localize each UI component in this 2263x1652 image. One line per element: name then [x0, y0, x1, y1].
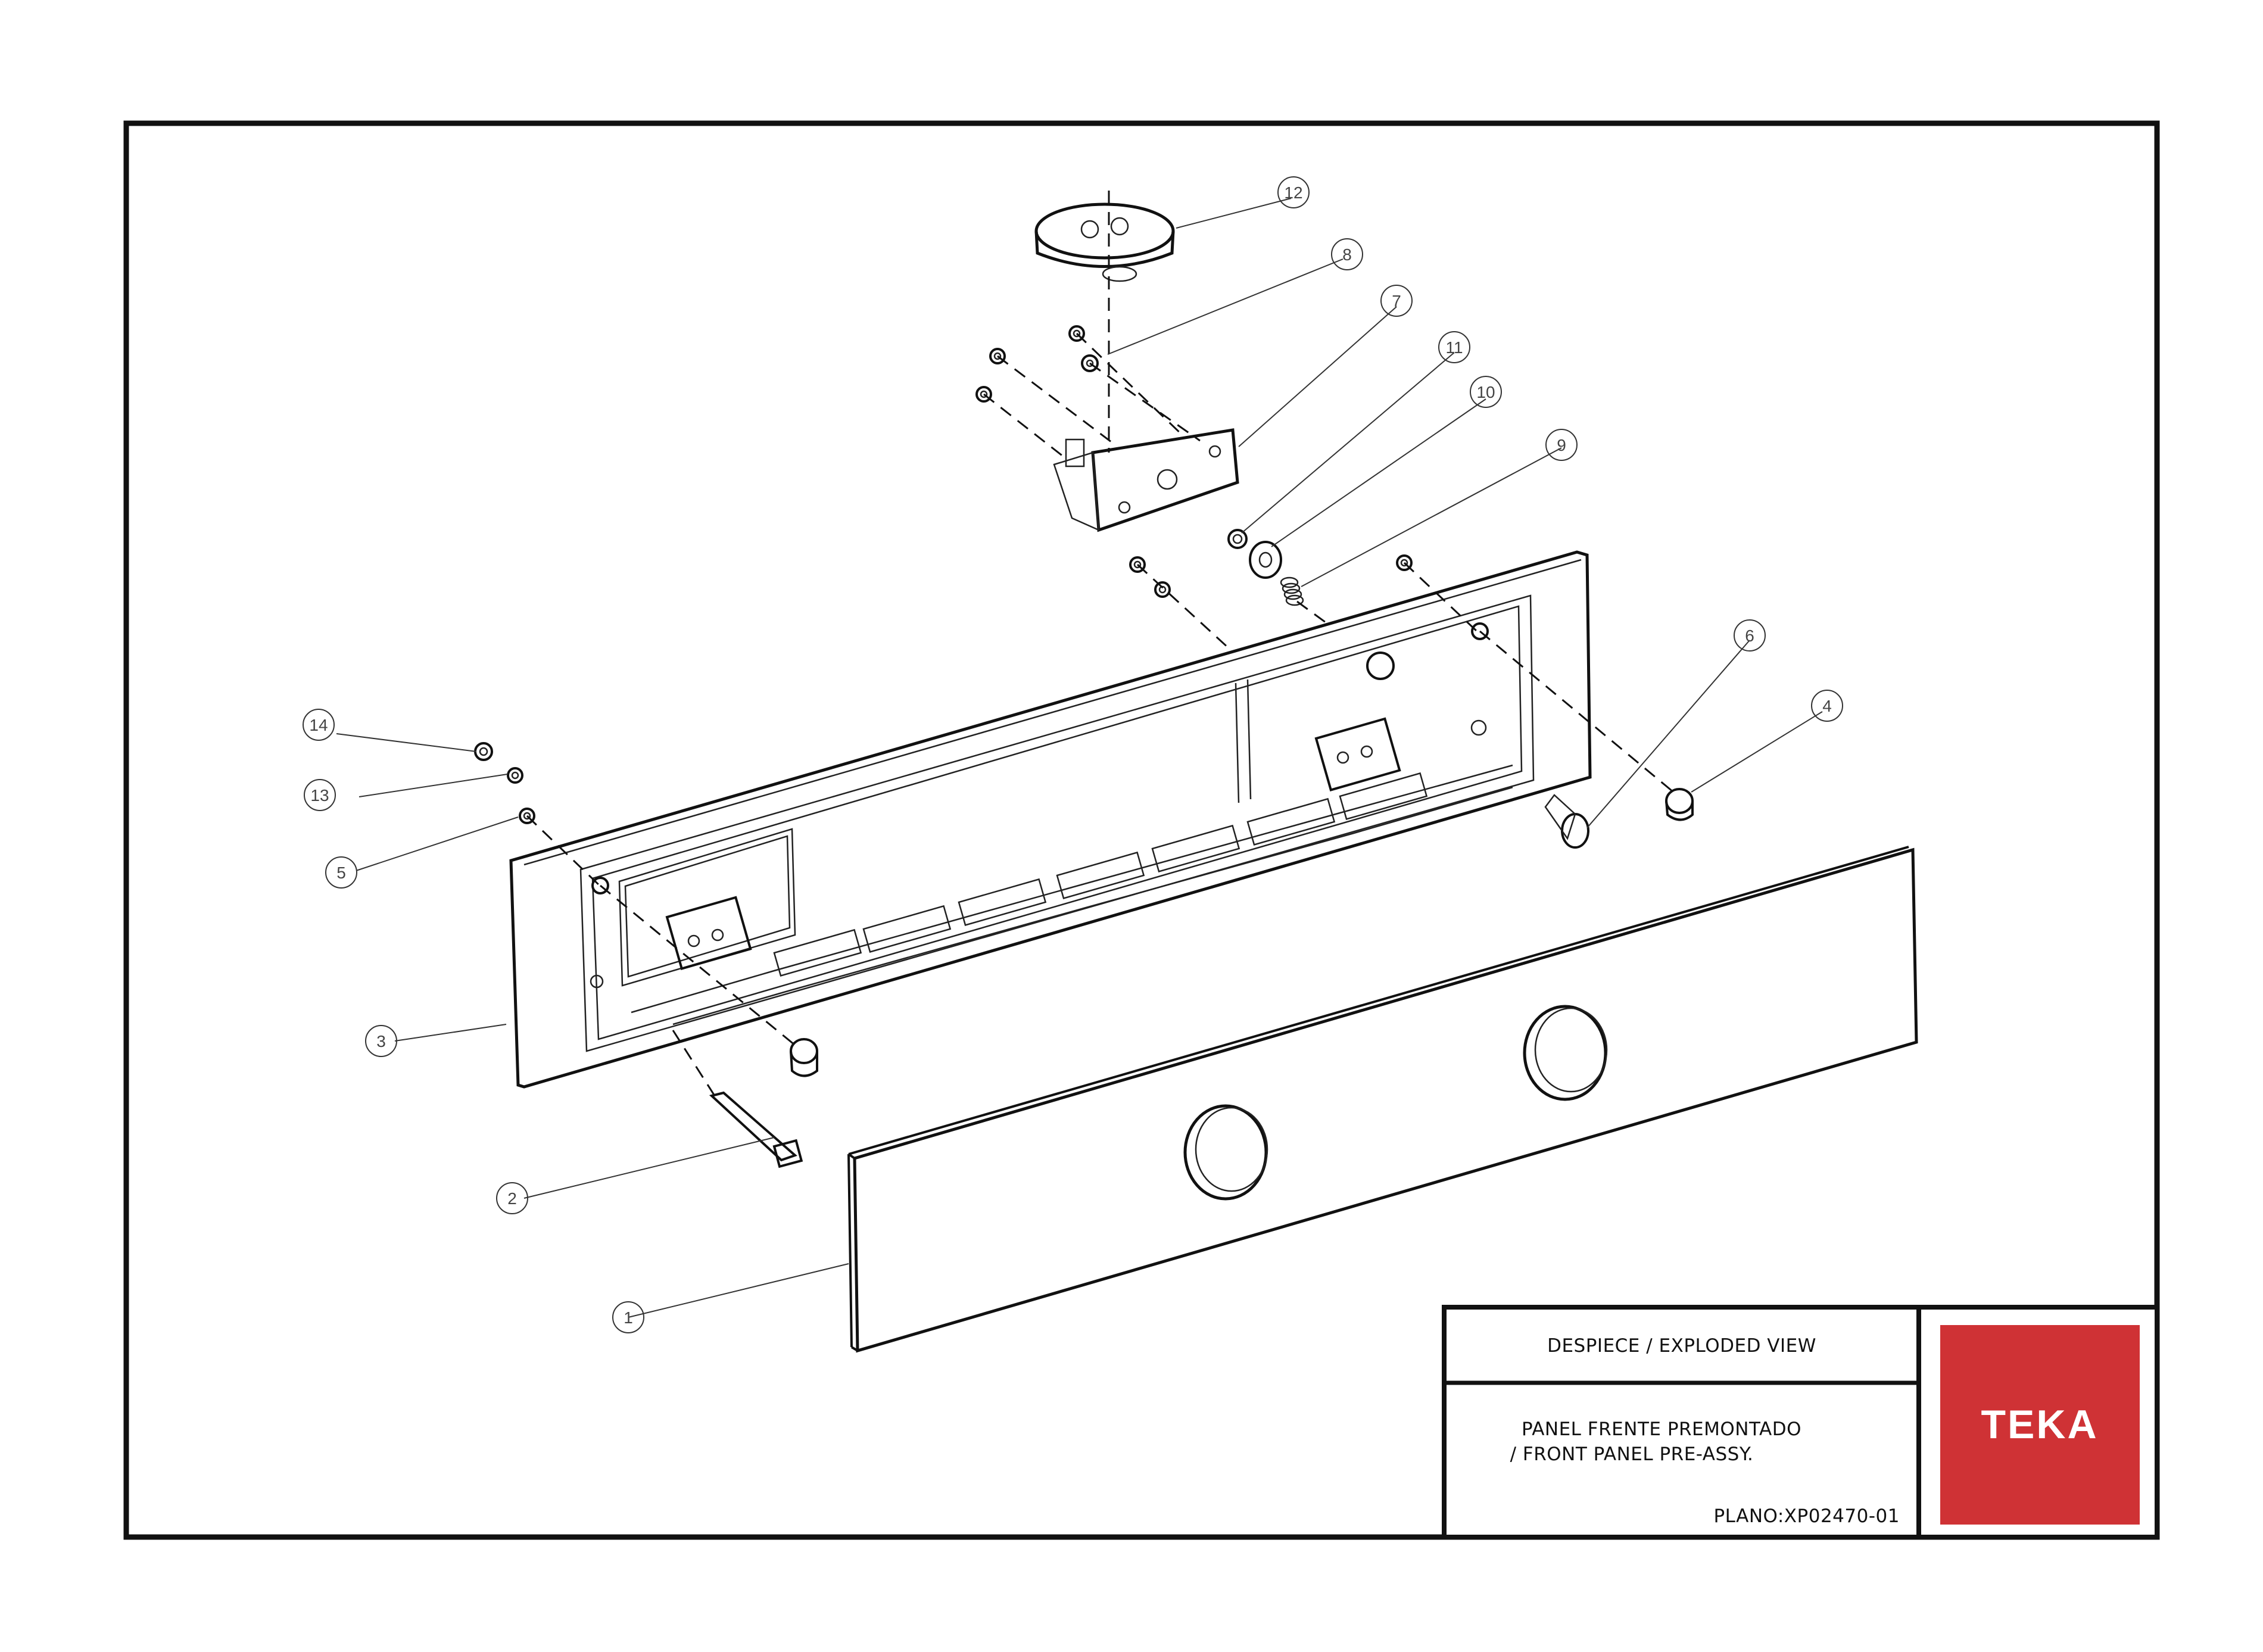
svg-text:3: 3	[376, 1032, 386, 1051]
callout-3: 3	[365, 1025, 397, 1057]
callout-leaders	[336, 198, 1823, 1318]
callout-2: 2	[496, 1182, 528, 1214]
callout-5: 5	[325, 856, 357, 889]
title-block: DESPIECE / EXPLODED VIEW PANEL FRENTE PR…	[1442, 1305, 2159, 1539]
svg-text:12: 12	[1284, 183, 1302, 202]
svg-text:4: 4	[1822, 697, 1832, 715]
callout-9: 9	[1545, 429, 1578, 461]
callout-4: 4	[1811, 690, 1843, 722]
callout-7: 7	[1380, 285, 1413, 317]
svg-text:14: 14	[309, 716, 328, 734]
callout-11: 11	[1438, 331, 1470, 363]
description-en: / FRONT PANEL PRE-ASSY.	[1510, 1444, 1754, 1465]
svg-text:10: 10	[1476, 383, 1495, 401]
svg-text:1: 1	[624, 1308, 633, 1327]
svg-text:13: 13	[310, 786, 329, 805]
part-3-frame	[509, 550, 1592, 1089]
teka-logo-box	[1940, 1325, 2140, 1525]
teka-logo: TEKA	[1981, 1402, 2098, 1447]
callout-14: 14	[303, 709, 335, 741]
part-12-knob-head	[1034, 202, 1175, 282]
assembly-lines	[526, 191, 1674, 1096]
callout-13: 13	[304, 779, 336, 811]
small-fasteners	[474, 325, 1694, 1168]
svg-text:11: 11	[1445, 338, 1463, 357]
svg-text:7: 7	[1392, 292, 1401, 310]
svg-text:8: 8	[1342, 245, 1352, 264]
plan-number: PLANO:XP02470-01	[1713, 1505, 1900, 1527]
svg-text:2: 2	[507, 1189, 517, 1208]
callout-1: 1	[612, 1301, 644, 1333]
description-es: PANEL FRENTE PREMONTADO	[1522, 1419, 1801, 1440]
view-title: DESPIECE / EXPLODED VIEW	[1547, 1335, 1816, 1357]
drawing-frame	[123, 120, 2160, 1540]
callout-10: 10	[1470, 376, 1502, 408]
callout-12: 12	[1277, 176, 1310, 208]
svg-text:9: 9	[1557, 436, 1566, 454]
svg-text:6: 6	[1745, 626, 1754, 645]
part-7-bracket	[1053, 428, 1239, 532]
part-1-front-panel	[847, 846, 1918, 1353]
callout-markers: 1 2 3 4 5 6 7 8 9 10 11 12 13 14	[303, 176, 1843, 1333]
svg-text:5: 5	[336, 864, 346, 882]
callout-6: 6	[1734, 619, 1766, 652]
callout-8: 8	[1331, 238, 1363, 270]
